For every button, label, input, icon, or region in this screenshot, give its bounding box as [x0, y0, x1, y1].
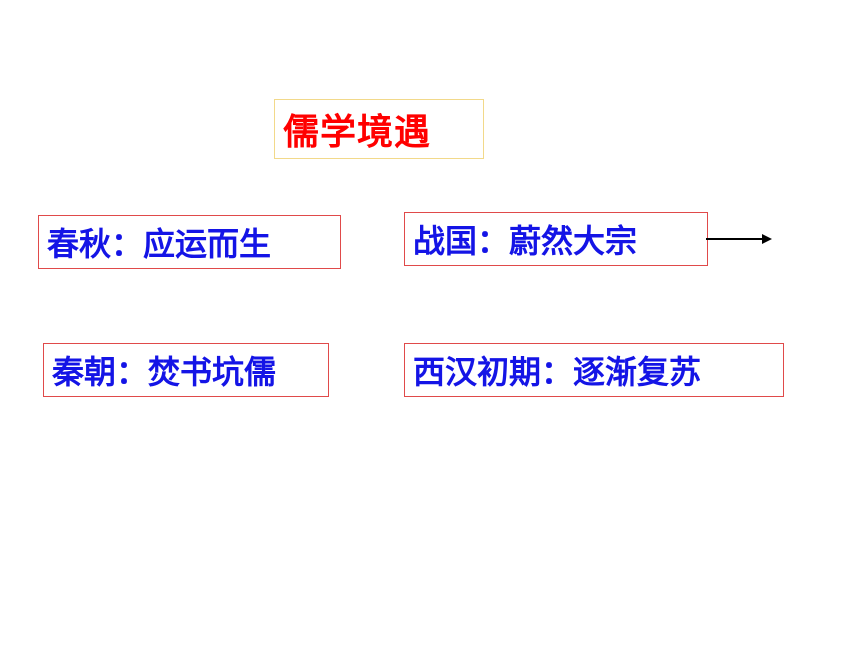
- right-arrow-icon: [706, 234, 772, 244]
- stage-label: 春秋：应运而生: [47, 225, 272, 263]
- slide-title: 儒学境遇: [283, 112, 432, 153]
- stage-label: 西汉初期：逐渐复苏: [413, 353, 702, 391]
- stage-label: 战国：蔚然大宗: [413, 222, 638, 260]
- stage-card-early-western-han: 西汉初期：逐渐复苏: [404, 343, 784, 397]
- title-box: 儒学境遇: [274, 99, 484, 159]
- stage-card-warring-states: 战国：蔚然大宗: [404, 212, 708, 266]
- stage-label: 秦朝：焚书坑儒: [52, 353, 277, 391]
- stage-card-spring-autumn: 春秋：应运而生: [38, 215, 341, 269]
- stage-card-qin-dynasty: 秦朝：焚书坑儒: [43, 343, 329, 397]
